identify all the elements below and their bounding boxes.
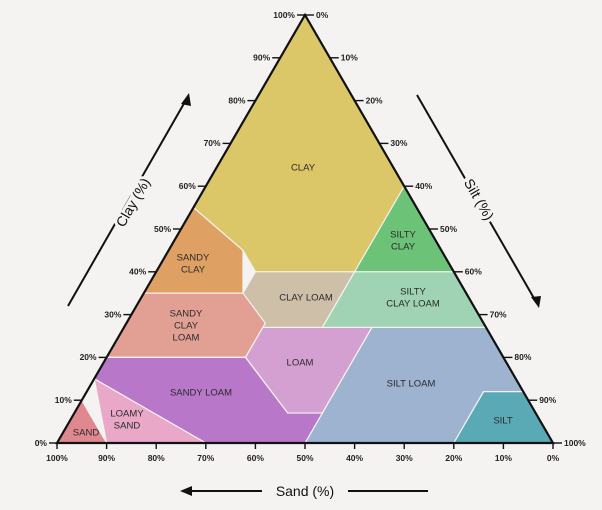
region-label-sandy-loam: SANDY LOAM [170, 388, 232, 399]
clay-tick-label: 30% [104, 309, 121, 319]
region-label-silty-clay-loam: SILTY [400, 287, 426, 298]
region-label-silty-clay: CLAY [391, 242, 416, 253]
sand-arrow-head [180, 486, 192, 496]
silt-tick-label: 40% [415, 181, 432, 191]
sand-tick-label: 40% [346, 453, 363, 463]
silt-tick-label: 100% [564, 438, 586, 448]
silt-tick-label: 10% [341, 53, 358, 63]
clay-tick-label: 10% [55, 395, 72, 405]
sand-tick-label: 0% [547, 453, 560, 463]
clay-tick-label: 50% [154, 224, 171, 234]
silt-tick-label: 50% [440, 224, 457, 234]
region-label-clay-loam: CLAY LOAM [279, 293, 333, 304]
silt-arrow-head [531, 296, 541, 308]
clay-tick-label: 70% [204, 138, 221, 148]
sand-tick-label: 70% [197, 453, 214, 463]
silt-axis-title: Silt (%) [461, 176, 497, 223]
clay-arrow-line [67, 99, 187, 307]
region-label-loamy-sand: LOAMY [110, 409, 144, 420]
silt-tick-label: 30% [390, 138, 407, 148]
clay-tick-label: 40% [129, 267, 146, 277]
region-label-silty-clay: SILTY [390, 230, 416, 241]
clay-tick-label: 100% [273, 10, 295, 20]
clay-tick-label: 90% [253, 53, 270, 63]
sand-tick-label: 90% [98, 453, 115, 463]
sand-tick-label: 50% [296, 453, 313, 463]
silt-tick-label: 20% [366, 95, 383, 105]
region-label-sandy-clay: CLAY [181, 265, 206, 276]
clay-axis-title: Clay (%) [113, 175, 154, 229]
region-label-silty-clay-loam: CLAY LOAM [386, 299, 440, 310]
region-label-silt-loam: SILT LOAM [387, 379, 436, 390]
clay-tick-label: 20% [80, 352, 97, 362]
region-label-clay: CLAY [291, 163, 316, 174]
sand-tick-label: 60% [247, 453, 264, 463]
silt-tick-label: 70% [490, 309, 507, 319]
clay-arrow-head [181, 93, 191, 106]
region-label-sandy-clay-loam: SANDY [170, 309, 203, 320]
sand-tick-label: 20% [445, 453, 462, 463]
sand-tick-label: 10% [495, 453, 512, 463]
sand-tick-label: 30% [396, 453, 413, 463]
silt-tick-label: 60% [465, 267, 482, 277]
silt-tick-label: 90% [539, 395, 556, 405]
sand-tick-label: 80% [148, 453, 165, 463]
sand-tick-label: 100% [46, 453, 68, 463]
region-label-silt: SILT [493, 416, 513, 427]
clay-tick-label: 60% [179, 181, 196, 191]
silt-tick-label: 80% [514, 352, 531, 362]
region-label-sand: SAND [73, 428, 100, 439]
region-label-loam: LOAM [287, 358, 314, 369]
region-label-sandy-clay-loam: CLAY [174, 321, 199, 332]
region-label-sandy-clay-loam: LOAM [173, 333, 200, 344]
clay-tick-label: 80% [228, 95, 245, 105]
sand-axis-title: Sand (%) [276, 483, 334, 499]
silt-tick-label: 0% [316, 10, 329, 20]
region-label-sandy-clay: SANDY [177, 253, 210, 264]
silt-arrow-line [416, 94, 536, 301]
sand-axis-title-group: Sand (%) [180, 483, 428, 499]
region-label-loamy-sand: SAND [114, 421, 141, 432]
clay-tick-label: 0% [35, 438, 48, 448]
